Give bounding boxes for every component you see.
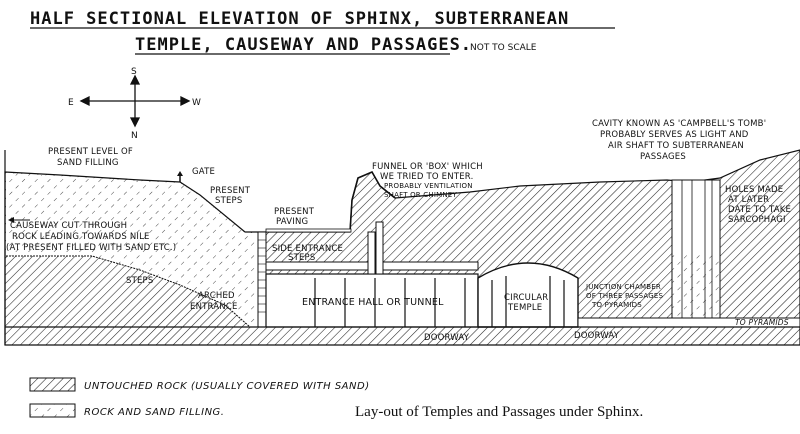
label-cavity-2: PROBABLY SERVES AS LIGHT AND [600,130,749,140]
label-holes-4: SARCOPHAGI [728,215,786,225]
label-cavity-4: PASSAGES [640,152,686,162]
label-funnel-1: FUNNEL OR 'BOX' WHICH [372,162,483,172]
label-temple-1: CIRCULAR [504,293,548,303]
label-cavity-3: AIR SHAFT TO SUBTERRANEAN [608,141,744,151]
label-side-entrance-1: SIDE ENTRANCE [272,244,343,254]
compass-east: E [68,98,74,108]
label-sand-level-2: SAND FILLING [57,158,119,168]
label-holes-3: DATE TO TAKE [728,205,791,215]
label-sand-level-1: PRESENT LEVEL OF [48,147,133,157]
legend-rock-swatch [29,377,76,392]
label-funnel-2: WE TRIED TO ENTER. [380,172,473,182]
label-paving-2: PAVING [276,217,308,227]
label-causeway-1: CAUSEWAY CUT THROUGH [10,221,127,231]
scale-note: NOT TO SCALE [470,43,537,53]
label-arched-2: ENTRANCE [190,302,238,312]
title-line-2: TEMPLE, CAUSEWAY AND PASSAGES. [135,35,472,55]
entrance-hall [265,273,479,328]
label-entrance-hall: ENTRANCE HALL OR TUNNEL [302,297,444,308]
label-funnel-4: SHAFT OR CHIMNEY [384,191,457,199]
label-funnel-3: PROBABLY VENTILATION [384,182,473,190]
label-present-steps-1: PRESENT [210,186,251,196]
label-junction-2: OF THREE PASSAGES [586,292,664,300]
label-cavity-1: CAVITY KNOWN AS 'CAMPBELL'S TOMB' [592,119,766,129]
compass-west: W [192,98,201,108]
label-junction-3: TO PYRAMIDS [591,301,642,309]
label-junction-1: JUNCTION CHAMBER [585,283,661,291]
label-present-steps-2: STEPS [215,196,242,206]
label-doorway-2: DOORWAY [574,331,620,341]
compass-icon [79,74,191,128]
label-arched-1: ARCHED [198,291,235,301]
untouched-rock [4,149,800,346]
legend-sand-label: ROCK AND SAND FILLING. [84,407,225,418]
circular-temple [477,262,579,328]
label-doorway-1: DOORWAY [424,333,470,343]
legend-sand-swatch [29,403,76,418]
caption: Lay-out of Temples and Passages under Sp… [355,404,643,420]
label-holes-2: AT LATER [728,195,769,205]
label-gate: GATE [192,167,215,177]
labels: PRESENT LEVEL OF SAND FILLING GATE PRESE… [6,119,791,343]
label-paving-1: PRESENT [274,207,315,217]
compass-north: N [131,131,138,141]
compass-south: S [131,67,137,77]
hall-columns [314,278,466,327]
label-causeway-2: ROCK LEADING TOWARDS NILE [12,232,150,242]
label-causeway-3: (AT PRESENT FILLED WITH SAND ETC.) [6,243,176,253]
label-side-entrance-2: STEPS [288,253,315,263]
label-holes-1: HOLES MADE [725,185,783,195]
label-to-pyramids: TO PYRAMIDS [735,318,789,327]
label-temple-2: TEMPLE [507,303,542,313]
title-line-1: HALF SECTIONAL ELEVATION OF SPHINX, SUBT… [30,9,569,29]
legend-rock-label: UNTOUCHED ROCK (USUALLY COVERED WITH SAN… [84,381,370,392]
label-steps: STEPS [126,276,153,286]
